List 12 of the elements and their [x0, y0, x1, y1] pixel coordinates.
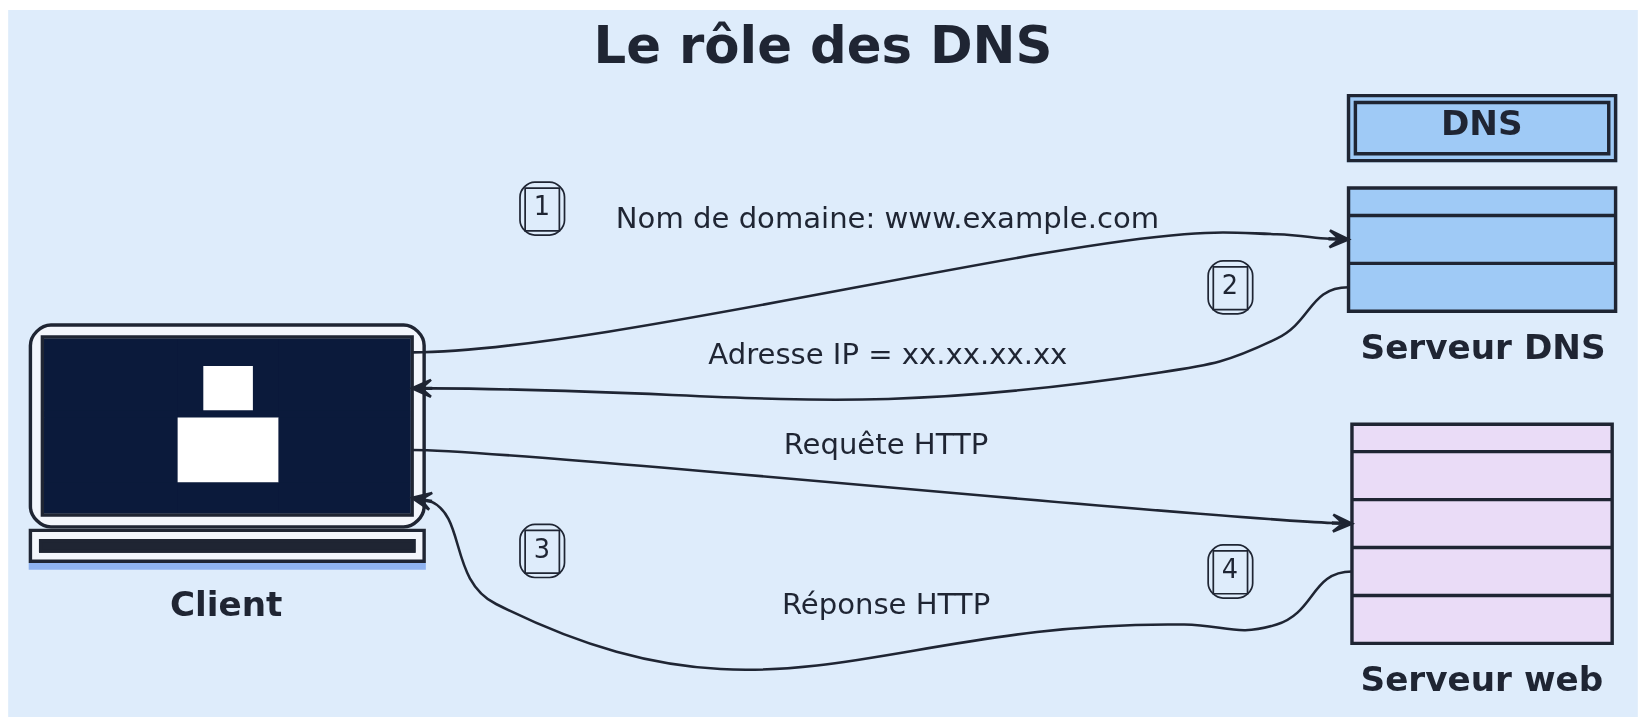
label: 4	[1221, 553, 1239, 584]
node-label: Serveur web	[1360, 658, 1604, 699]
node-label: Client	[169, 583, 283, 624]
diagram-title: Le rôle des DNS	[593, 14, 1053, 75]
label: 3	[533, 533, 551, 564]
edge-label: Requête HTTP	[783, 426, 989, 461]
edge-label: Nom de domaine: www.example.com	[615, 200, 1160, 235]
edge-label: Réponse HTTP	[781, 586, 991, 621]
node-label: Serveur DNS	[1360, 326, 1606, 367]
label: 2	[1221, 269, 1239, 300]
label: 1	[533, 190, 551, 221]
edge-label: Adresse IP = xx.xx.xx.xx	[708, 336, 1068, 371]
